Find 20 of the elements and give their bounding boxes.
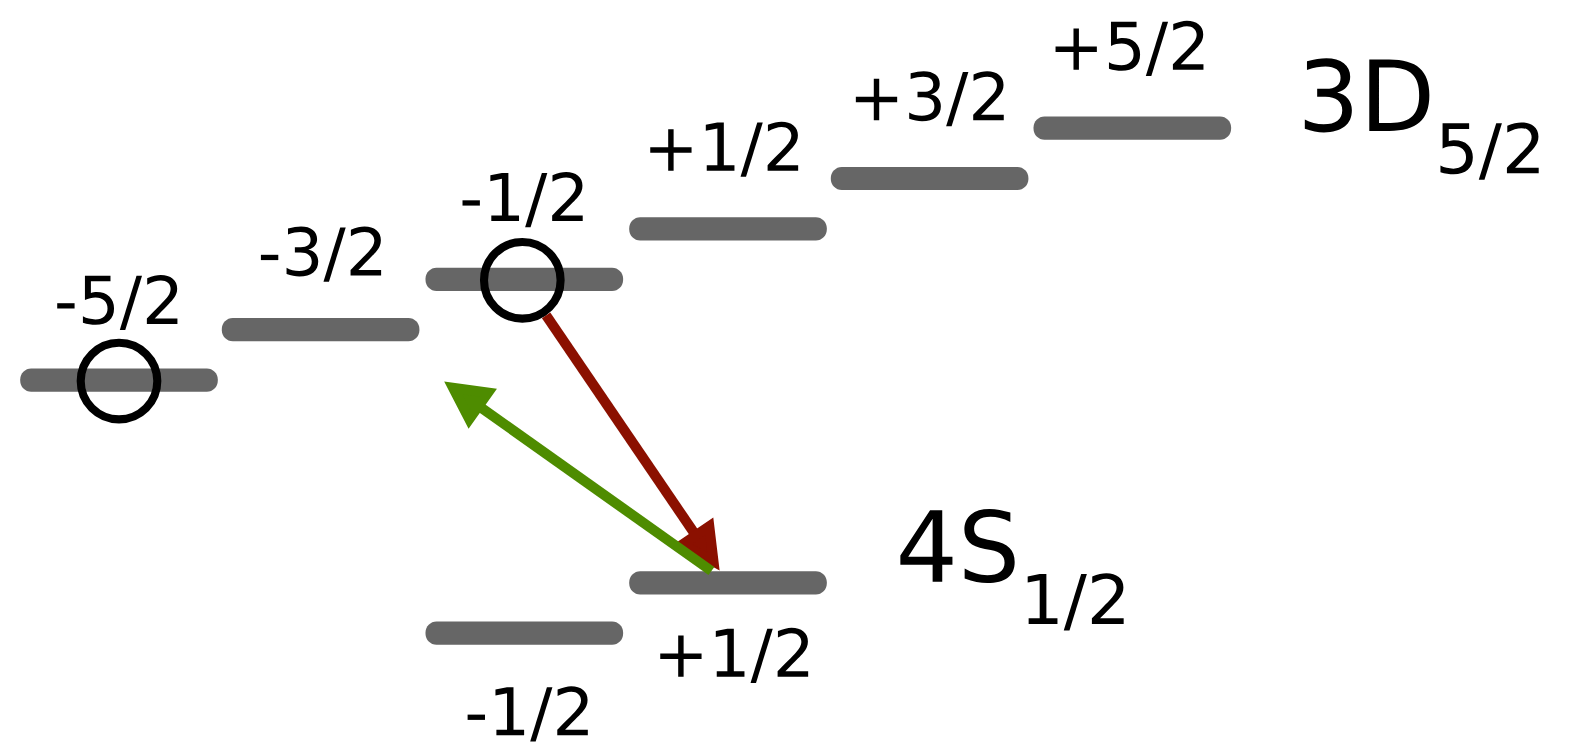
node-label: +1/2 bbox=[650, 121, 799, 177]
node-label: -1/2 bbox=[462, 172, 583, 228]
node-label: -1/2 bbox=[467, 686, 588, 742]
energy-level: -5/2 bbox=[20, 274, 218, 392]
term-label: 3D$_{5/2}$ bbox=[1304, 58, 1539, 180]
node-label: -3/2 bbox=[260, 226, 382, 282]
energy-level: -1/2 bbox=[425, 621, 624, 742]
energy-level: +3/2 bbox=[830, 71, 1029, 191]
energy-level: -1/2 bbox=[425, 172, 624, 291]
population-circle bbox=[479, 237, 565, 323]
energy-level: +5/2 bbox=[1033, 20, 1232, 140]
node-label: -5/2 bbox=[57, 274, 178, 331]
node-label: +1/2 bbox=[660, 627, 809, 683]
energy-level: +1/2 bbox=[629, 121, 827, 241]
node-label: +5/2 bbox=[1055, 20, 1204, 76]
node-label: +3/2 bbox=[855, 71, 1004, 127]
term-label: 4S$_{1/2}$ bbox=[900, 508, 1124, 631]
energy-level: +1/2 bbox=[629, 571, 827, 683]
population-circle bbox=[76, 338, 162, 424]
energy-level: -3/2 bbox=[221, 226, 420, 342]
